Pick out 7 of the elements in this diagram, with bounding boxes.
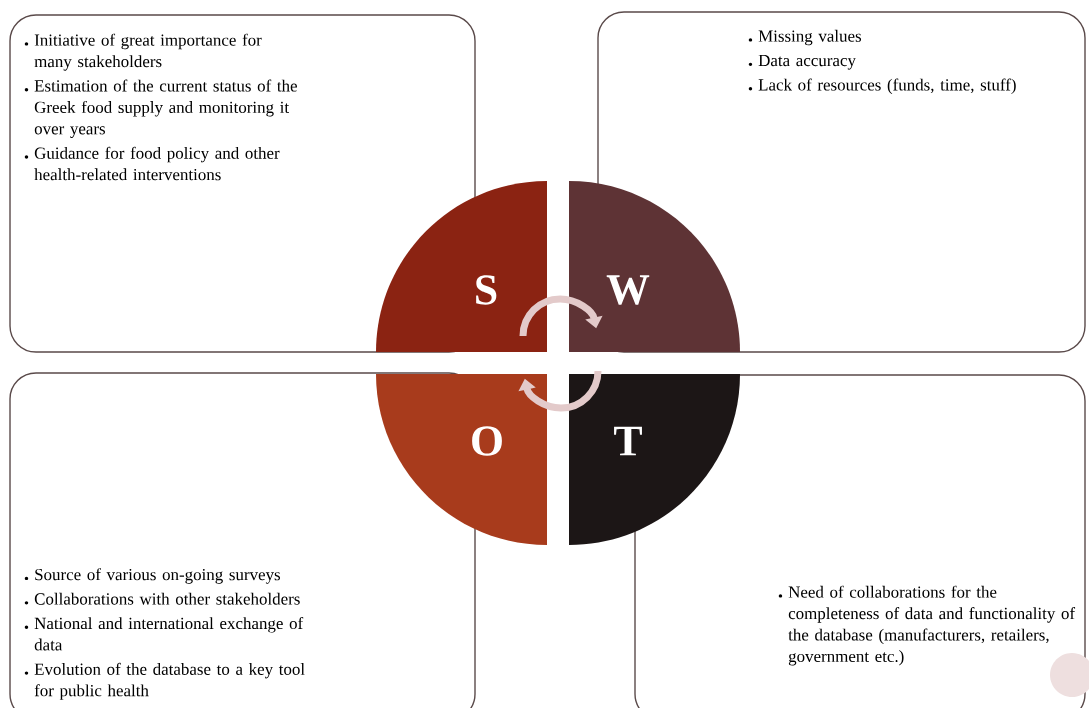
quadrant-segment: S bbox=[376, 181, 547, 352]
quadrant-segment: W bbox=[569, 181, 740, 352]
quadrant-segment: T bbox=[569, 374, 740, 545]
text-box: Initiative of great importance for many stakeholders Estimation of the current status of the Greek food supply and monitoring it over years Guidance for food policy and other health-related interventions bbox=[9, 14, 476, 353]
cycle-arrow bbox=[518, 370, 602, 412]
quadrant-segment: O bbox=[376, 374, 547, 545]
cycle-arrow bbox=[519, 295, 603, 337]
